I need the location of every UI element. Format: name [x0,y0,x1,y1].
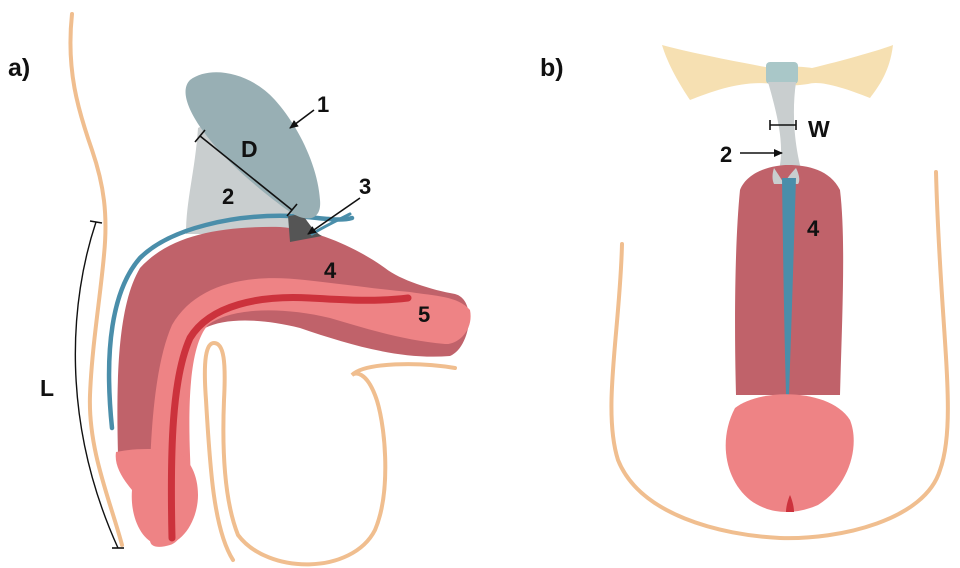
body-outline-left [70,14,122,545]
structure-5-glans [116,449,198,545]
arrow-1 [290,110,314,128]
label-3: 3 [359,174,371,199]
panel-b: b) 2 4 W [540,45,948,538]
panel-b-label: b) [540,54,564,82]
label-l: L [40,375,54,401]
panel-a-label: a) [8,54,30,82]
panel-a: a) 1 2 3 4 5 D L [8,14,471,564]
glans-b [726,394,854,512]
dimension-l [75,221,124,548]
label-1: 1 [317,92,329,117]
label-5: 5 [418,302,430,327]
label-2: 2 [222,184,234,209]
label-w: W [808,116,830,142]
pelvis-center-b [766,62,798,84]
body-outline-scrotal [205,343,455,564]
label-4-b: 4 [807,216,820,241]
label-d: D [241,136,258,162]
label-2-b: 2 [720,142,732,167]
label-4: 4 [324,258,337,283]
